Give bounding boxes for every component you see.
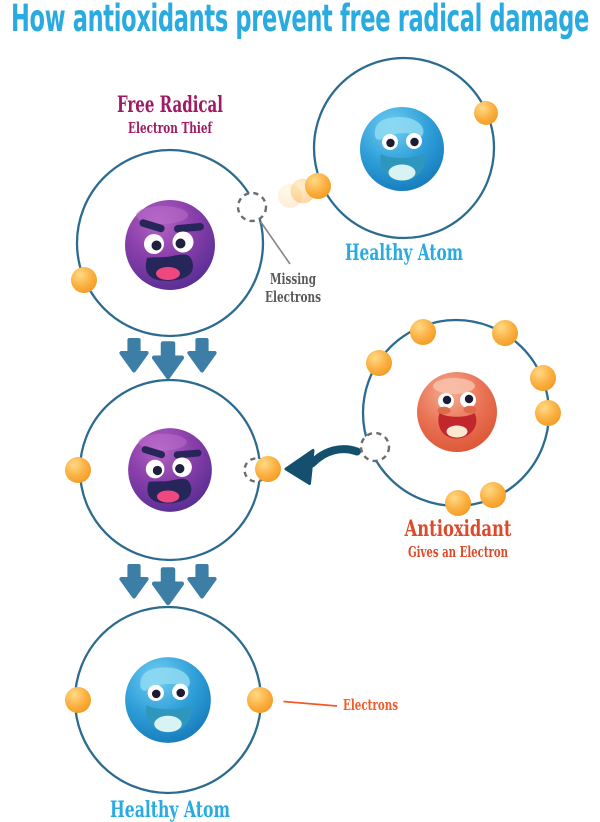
electron-dot [530, 365, 556, 391]
healthy-atom-bottom-face [125, 657, 211, 743]
electron-dot [410, 319, 436, 345]
missing-electrons-label-line2: Electrons [265, 288, 321, 306]
healthy-atom-top-label: Healthy Atom [345, 240, 463, 266]
electron-dot [445, 490, 471, 516]
electrons-callout-label: Electrons [343, 696, 398, 714]
electron-dot [65, 457, 91, 483]
healthy-atom-top-group: Healthy Atom [278, 56, 498, 266]
missing-electrons-pointer-line [259, 221, 291, 265]
down-arrow-icon [187, 338, 217, 373]
antioxidant-sublabel: Gives an Electron [408, 543, 508, 561]
down-arrow-icon [119, 564, 149, 599]
electron-dot [535, 400, 561, 426]
antioxidant-face [417, 372, 497, 452]
electron-dot [247, 687, 273, 713]
free-radical-label: Free Radical [117, 92, 223, 118]
healthy-atom-top-face [360, 107, 444, 191]
free-radical-orbit [75, 148, 265, 338]
electron-dot [366, 350, 392, 376]
given-electron-slot [359, 431, 391, 463]
antioxidant-group: Antioxidant Gives an Electron [359, 318, 561, 561]
free-radical-sublabel: Electron Thief [128, 119, 213, 137]
down-arrows-row-1 [119, 338, 217, 377]
missing-electrons-label-line1: Missing [270, 270, 316, 288]
stolen-electron-dot [305, 173, 331, 199]
down-arrow-icon [154, 569, 182, 603]
incoming-electron-dot [255, 456, 281, 482]
free-radical-middle-face [128, 428, 212, 512]
page-title: How antioxidants prevent free radical da… [11, 0, 589, 40]
free-radical-group: Free Radical Electron Thief Missing Elec… [71, 92, 321, 338]
electron-transfer-arrow-icon [284, 445, 361, 485]
down-arrow-icon [154, 343, 182, 377]
healthy-atom-top-orbit [312, 56, 496, 240]
electrons-callout-line [283, 700, 338, 707]
free-radical-face [125, 200, 215, 290]
healthy-atom-bottom-label: Healthy Atom [110, 797, 230, 822]
healthy-atom-bottom-group: Electrons Healthy Atom [65, 605, 398, 822]
electron-dot [474, 101, 498, 125]
missing-electron-slot [236, 191, 268, 223]
electron-dot [71, 267, 97, 293]
electron-dot [65, 687, 91, 713]
antioxidant-label: Antioxidant [404, 516, 512, 542]
down-arrows-row-2 [119, 564, 217, 603]
down-arrow-icon [119, 338, 149, 373]
down-arrow-icon [187, 564, 217, 599]
electron-dot [480, 482, 506, 508]
electron-dot [492, 320, 518, 346]
free-radical-receiving-group [65, 378, 281, 562]
